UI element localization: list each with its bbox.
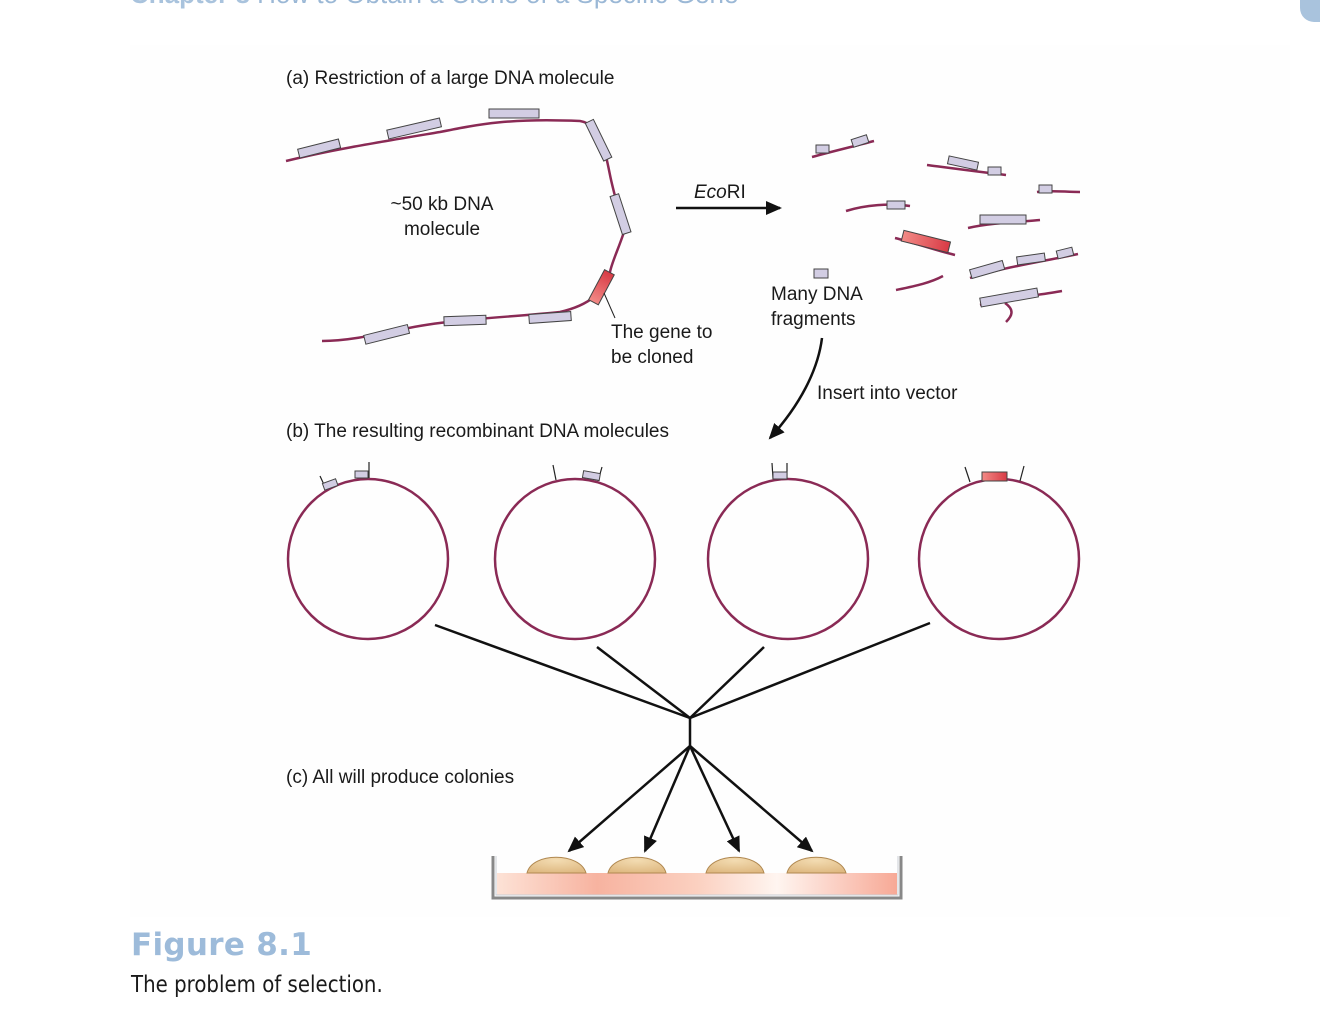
- panel-a-title: (a) Restriction of a large DNA molecule: [286, 68, 615, 89]
- fragments-label-line2: fragments: [771, 309, 856, 330]
- figure-number: Figure 8.1: [131, 927, 313, 963]
- fragments-label: Many DNA fragments: [771, 282, 863, 332]
- fragment-segment: [815, 144, 830, 154]
- gene-label: The gene to be cloned: [611, 320, 712, 370]
- segment: [297, 138, 342, 159]
- insert-arrow: [768, 337, 824, 440]
- fragments-label-line1: Many DNA: [771, 284, 863, 305]
- panel-b-title: (b) The resulting recombinant DNA molecu…: [286, 421, 669, 442]
- fragment-segment: [979, 287, 1040, 308]
- panel-c-title: (c) All will produce colonies: [286, 767, 515, 788]
- page-corner-tab: [1300, 0, 1320, 22]
- dna-molecule-label: ~50 kb DNA molecule: [372, 192, 512, 242]
- figure-caption: The problem of selection.: [131, 972, 383, 998]
- colony-arrows: [567, 745, 814, 853]
- gene-label-line2: be cloned: [611, 347, 694, 368]
- gene-label-line1: The gene to: [611, 322, 713, 343]
- fragment-strand: [895, 274, 944, 292]
- dna-molecule-label-line1: ~50 kb DNA: [390, 194, 494, 215]
- segment: [584, 118, 613, 162]
- segment: [609, 193, 632, 236]
- transformation-lines: [434, 621, 931, 746]
- chapter-label: Chapter 8: [130, 0, 250, 9]
- agar: [497, 873, 897, 895]
- insert-label: Insert into vector: [817, 383, 958, 404]
- dna-segments: [297, 108, 632, 345]
- plasmid-3: [706, 462, 870, 641]
- plasmid-1: [286, 462, 450, 641]
- chapter-title: How to Obtain a Clone of a Specific Gene: [257, 0, 738, 9]
- fragment-segment: [987, 166, 1002, 176]
- fragment-segment: [886, 200, 906, 210]
- gene-pointer-line: [603, 292, 616, 319]
- fragment-segment: [1055, 246, 1075, 260]
- fragment-segment: [1038, 184, 1053, 194]
- fragment-segment: [968, 259, 1006, 280]
- fragment-strand: [1004, 301, 1013, 323]
- gene-fragment: [900, 229, 952, 254]
- dna-fragments: [811, 134, 1081, 323]
- fragment-segment: [946, 155, 980, 171]
- plasmid-2: [493, 464, 657, 641]
- target-gene: [587, 268, 615, 306]
- segment: [443, 314, 487, 327]
- fragment-segment: [1016, 252, 1046, 266]
- segment: [528, 311, 572, 324]
- figure-panel: [130, 45, 1290, 917]
- dna-molecule-label-line2: molecule: [403, 219, 481, 240]
- dish-inner-wall: [495, 856, 899, 896]
- recombinant-molecules: [286, 462, 1081, 641]
- plasmid-4: [917, 465, 1081, 641]
- fragment-segment: [813, 268, 829, 279]
- segment: [386, 117, 443, 140]
- fragment-segment: [979, 214, 1027, 225]
- colony: [786, 856, 847, 874]
- ecori-label: EcoRI: [694, 180, 746, 205]
- segment: [363, 323, 411, 345]
- dish-wall: [491, 856, 903, 900]
- colony: [526, 856, 587, 874]
- ecori-label-plain: RI: [726, 182, 746, 203]
- segment: [488, 108, 540, 119]
- fragment-segment: [850, 134, 870, 148]
- colonies: [526, 856, 847, 874]
- ecori-label-italic: Eco: [694, 182, 727, 203]
- colony: [607, 856, 667, 874]
- colony: [705, 856, 765, 874]
- chapter-header: Chapter 8 How to Obtain a Clone of a Spe…: [130, 0, 738, 8]
- petri-dish: [491, 856, 903, 900]
- large-dna-molecule: [285, 108, 632, 345]
